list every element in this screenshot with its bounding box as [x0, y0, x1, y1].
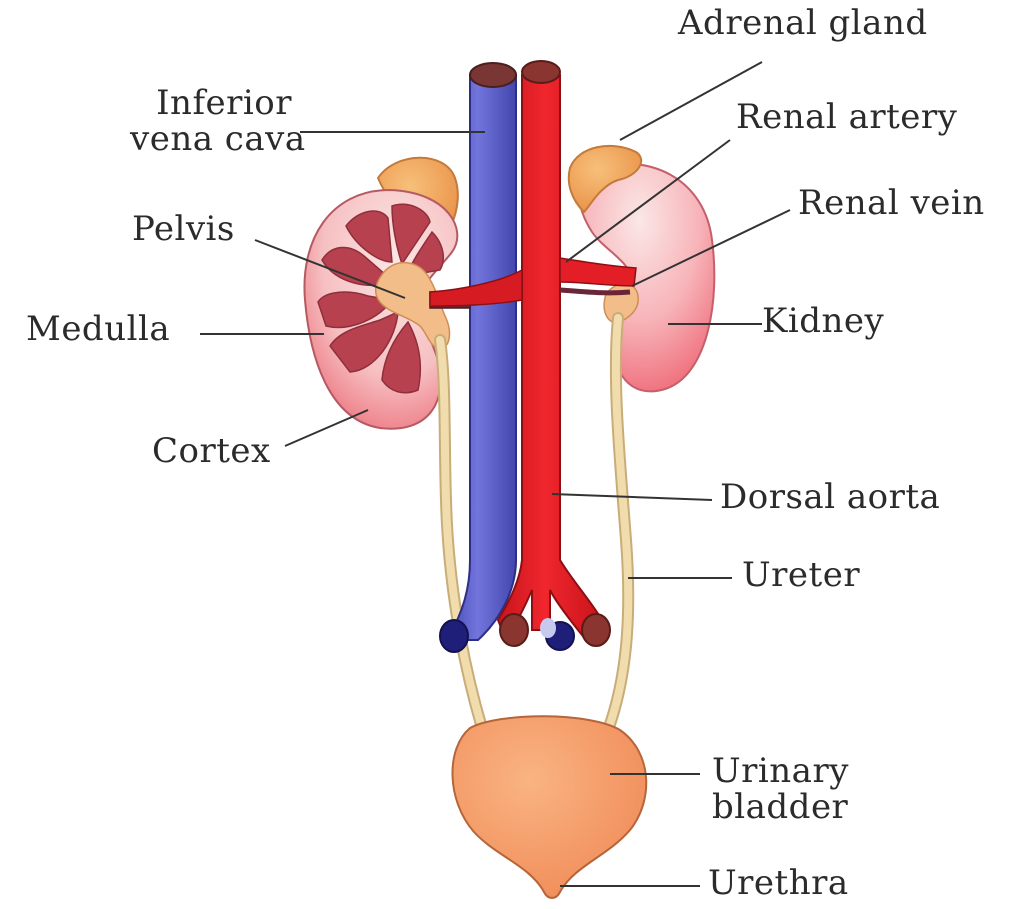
label-inferior-vena-cava: Inferior vena cava	[130, 86, 292, 157]
label-urethra: Urethra	[708, 866, 849, 902]
label-renal-vein: Renal vein	[798, 186, 985, 222]
label-kidney: Kidney	[762, 304, 884, 340]
label-ureter-text: Ureter	[742, 555, 860, 595]
label-cortex: Cortex	[152, 434, 271, 470]
label-medulla-text: Medulla	[26, 309, 170, 349]
label-dorsal-aorta: Dorsal aorta	[720, 480, 940, 516]
label-cortex-text: Cortex	[152, 431, 271, 471]
label-dorsal-aorta-text: Dorsal aorta	[720, 477, 940, 517]
label-urinary-bladder-line2: bladder	[712, 790, 849, 826]
label-renal-artery-text: Renal artery	[736, 97, 957, 137]
label-renal-vein-text: Renal vein	[798, 183, 985, 223]
label-kidney-text: Kidney	[762, 301, 884, 341]
label-inferior-vena-cava-line1: Inferior	[130, 86, 292, 122]
label-adrenal-gland-text: Adrenal gland	[678, 3, 928, 43]
leader-cortex	[285, 410, 368, 446]
label-inferior-vena-cava-line2: vena cava	[130, 122, 292, 158]
leader-dorsal-aorta	[552, 494, 712, 500]
label-pelvis-text: Pelvis	[132, 209, 235, 249]
label-urinary-bladder: Urinary bladder	[712, 754, 849, 825]
label-pelvis: Pelvis	[132, 212, 235, 248]
label-ureter: Ureter	[742, 558, 860, 594]
label-urethra-text: Urethra	[708, 863, 849, 903]
label-renal-artery: Renal artery	[736, 100, 957, 136]
label-urinary-bladder-line1: Urinary	[712, 754, 849, 790]
label-adrenal-gland: Adrenal gland	[678, 6, 928, 42]
label-medulla: Medulla	[26, 312, 170, 348]
urinary-bladder	[452, 716, 646, 898]
